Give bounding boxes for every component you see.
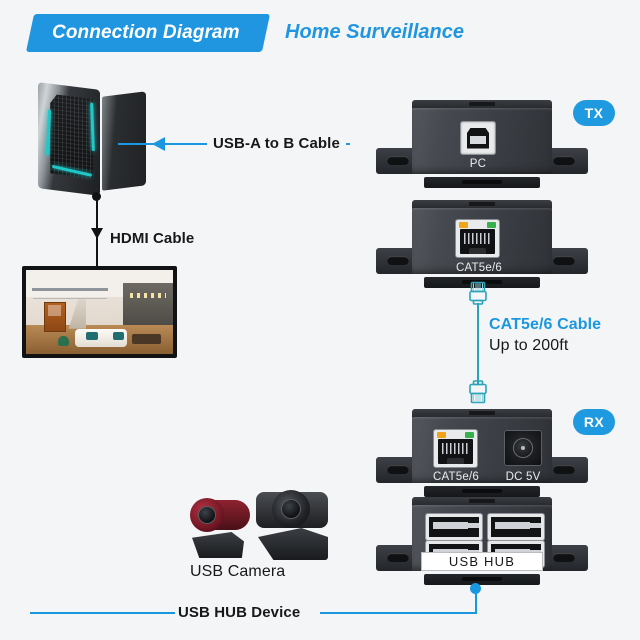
- rx-device-unit: CAT5e/6 DC 5V: [376, 409, 588, 497]
- rj45-port-label-rx: CAT5e/6: [433, 471, 479, 483]
- usb-b-port[interactable]: [461, 122, 495, 154]
- usb-camera-right: [250, 486, 336, 568]
- rj45-port-label-tx: CAT5e/6: [456, 262, 502, 274]
- rj45-led-green: [487, 222, 496, 228]
- dc-power-jack[interactable]: [504, 430, 542, 466]
- usb-hub-device-line-left: [30, 612, 175, 614]
- rj45-led-orange-rx: [437, 432, 446, 438]
- rx-badge: RX: [573, 409, 615, 435]
- header-banner-label: Connection Diagram: [52, 22, 240, 43]
- tx-pc-unit-foot: [424, 177, 540, 188]
- rx-unit-body: CAT5e/6 DC 5V: [412, 417, 552, 483]
- room-cushion-right: [112, 332, 125, 340]
- usb-hub-device-line-up: [475, 590, 477, 614]
- usb-ab-cable-label: USB-A to B Cable: [207, 135, 346, 152]
- usb-camera-label: USB Camera: [190, 563, 286, 580]
- usb-ab-cable-arrow: [152, 137, 165, 151]
- tx-pc-unit-body: PC: [412, 108, 552, 174]
- usb-hub-device-line-right: [320, 612, 477, 614]
- tx-lan-unit-body: CAT5e/6: [412, 208, 552, 274]
- usb-b-port-label: PC: [469, 158, 487, 170]
- dc-power-label: DC 5V: [505, 471, 541, 483]
- gaming-pc-tower: [38, 82, 146, 196]
- tx-pc-unit-top: [412, 100, 552, 109]
- rj45-connector-icon-bottom: [469, 380, 487, 404]
- usb-hub-top: [412, 497, 552, 506]
- usb-a-port-1[interactable]: [426, 514, 482, 540]
- room-dining-table: [131, 333, 162, 344]
- rj45-led-green-rx: [465, 432, 474, 438]
- usb-hub-device-unit: USB HUB: [376, 497, 588, 585]
- rj45-port-tx[interactable]: [456, 220, 499, 257]
- room-plant: [58, 335, 69, 347]
- rj45-connector-icon-top: [469, 281, 487, 305]
- header-subtitle: Home Surveillance: [285, 21, 464, 43]
- hdmi-cable-origin-dot: [92, 192, 101, 201]
- usb-hub-device-label: USB HUB Device: [178, 604, 301, 621]
- cat5e-cable-sublabel: Up to 200ft: [489, 337, 569, 354]
- usb-hub-body: USB HUB: [412, 505, 552, 571]
- monitor-living-room: [22, 266, 177, 358]
- hdmi-cable-arrow: [91, 228, 103, 239]
- tx-lan-unit-top: [412, 200, 552, 209]
- usb-camera-left: [188, 496, 258, 564]
- room-front-door: [43, 301, 66, 333]
- tx-device-lan-unit: CAT5e/6: [376, 200, 588, 288]
- camera-right-clip: [258, 528, 328, 560]
- usb-a-port-2[interactable]: [488, 514, 544, 540]
- tx-device-pc-unit: PC: [376, 100, 588, 188]
- room-railing: [31, 287, 109, 291]
- camera-right-lens: [281, 499, 301, 519]
- usb-hub-device-endpoint-dot: [470, 583, 481, 594]
- room-pendant-lights: [130, 292, 166, 298]
- room-cushion-left: [86, 332, 99, 340]
- cat5e-cable-line: [477, 303, 479, 384]
- rx-unit-top: [412, 409, 552, 418]
- camera-left-lens: [198, 506, 216, 524]
- tx-badge: TX: [573, 100, 615, 126]
- pc-side-panel: [102, 91, 146, 191]
- pc-led-strip-right: [90, 102, 95, 152]
- usb-hub-nameplate: USB HUB: [421, 552, 543, 571]
- cat5e-cable-label: CAT5e/6 Cable: [489, 316, 602, 333]
- rj45-port-rx[interactable]: [434, 430, 477, 467]
- hdmi-cable-label: HDMI Cable: [110, 230, 195, 247]
- camera-left-clip: [192, 532, 244, 558]
- rj45-led-orange: [459, 222, 468, 228]
- header-banner: Connection Diagram: [25, 14, 270, 52]
- room-right-wall: [123, 283, 173, 328]
- rj45-cavity: [460, 229, 495, 254]
- header: Connection Diagram Home Surveillance: [0, 14, 640, 56]
- pc-front-panel: [38, 82, 100, 196]
- rx-unit-foot: [424, 486, 540, 497]
- monitor-screen: [26, 270, 173, 354]
- rj45-cavity-rx: [438, 439, 473, 464]
- usb-hub-foot: [424, 574, 540, 585]
- room-staircase: [68, 298, 87, 329]
